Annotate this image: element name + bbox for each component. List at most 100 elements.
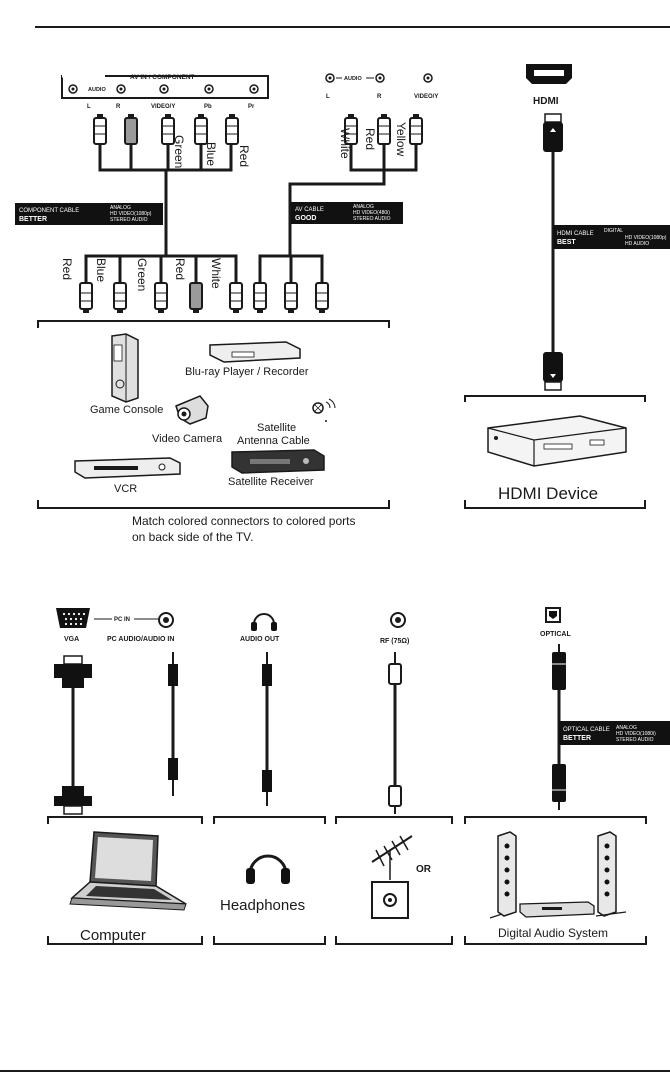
vcr-icon (74, 457, 181, 479)
game-console-icon (111, 333, 139, 403)
audio-out-label: AUDIO OUT (240, 636, 280, 643)
vcr-label: VCR (114, 483, 137, 495)
svg-text:OPTICAL CABLE: OPTICAL CABLE (563, 727, 610, 733)
av-in-title: AV IN / COMPONENT (130, 74, 195, 81)
note-line-1: Match colored connectors to colored port… (132, 514, 355, 528)
av-audio-label: AUDIO (344, 76, 362, 82)
svg-text:ANALOG: ANALOG (616, 725, 637, 731)
hdmi-cable-label: HDMI CABLE BEST DIGITAL HD VIDEO(1080p) … (553, 225, 670, 249)
svg-text:STEREO AUDIO: STEREO AUDIO (353, 216, 391, 222)
av-plug-color-red: Red (363, 128, 377, 150)
optical-port-icon (545, 607, 561, 623)
svg-text:DIGITAL: DIGITAL (604, 228, 623, 234)
digital-audio-bracket (464, 816, 647, 945)
hdmi-device-label: HDMI Device (498, 484, 598, 503)
bluray-label: Blu-ray Player / Recorder (185, 366, 309, 378)
hdmi-bottom-plug (543, 352, 563, 391)
svg-text:AV CABLE: AV CABLE (295, 207, 324, 213)
av-cable-label: AV CABLE GOOD ANALOG HD VIDEO(480i) STER… (291, 202, 403, 224)
component-audio-label: AUDIO (88, 87, 106, 93)
svg-text:HDMI CABLE: HDMI CABLE (557, 231, 594, 237)
av-port-panel: AUDIO L R VIDEO/Y (325, 73, 438, 100)
svg-text:HD VIDEO(1080p): HD VIDEO(1080p) (110, 211, 152, 217)
svg-text:ANALOG: ANALOG (353, 204, 374, 210)
optical-cable (552, 644, 566, 810)
headphones-label: Headphones (220, 897, 305, 914)
plug-color-green: Green (135, 258, 149, 291)
rf-port-icon (390, 612, 406, 628)
component-cable-label: COMPONENT CABLE BETTER ANALOG HD VIDEO(1… (15, 203, 163, 225)
plug-color-green-top: Green (172, 135, 186, 168)
antenna-bracket (335, 816, 453, 945)
hdmi-top-plug (543, 113, 563, 152)
port-label-r: R (116, 104, 121, 110)
hdmi-port-label: HDMI (533, 96, 559, 107)
antenna-icon (371, 835, 413, 880)
plug-color-red-1: Red (60, 258, 74, 280)
headphones-icon (246, 854, 290, 884)
optical-label: OPTICAL (540, 631, 571, 638)
av-port-label-video: VIDEO/Y (414, 94, 438, 100)
note-line-2: on back side of the TV. (132, 530, 253, 544)
component-port-panel: AV IN / COMPONENT AUDIO L R VIDEO/Y Pb P… (61, 74, 269, 110)
satellite-cable-label-1: Satellite (257, 422, 296, 434)
game-console-label: Game Console (90, 404, 163, 416)
plug-color-red-2: Red (173, 258, 187, 280)
svg-text:BETTER: BETTER (563, 735, 591, 742)
av-plug-color-white: White (338, 128, 352, 159)
laptop-icon (69, 831, 187, 911)
component-top-plugs (93, 114, 239, 145)
svg-text:STEREO AUDIO: STEREO AUDIO (110, 217, 148, 223)
plug-color-white: White (209, 258, 223, 289)
digital-audio-label: Digital Audio System (498, 926, 608, 940)
av-port-label-r: R (377, 94, 382, 100)
or-label: OR (416, 864, 432, 875)
pc-in-label: PC IN (114, 617, 130, 623)
port-label-video-y: VIDEO/Y (151, 104, 175, 110)
vga-port-icon (56, 608, 90, 628)
svg-text:ANALOG: ANALOG (110, 205, 131, 211)
port-label-l: L (87, 104, 91, 110)
hdmi-device-icon (487, 415, 627, 467)
wall-outlet-icon (371, 881, 409, 919)
optical-cable-label: OPTICAL CABLE BETTER ANALOG HD VIDEO(108… (559, 721, 670, 745)
av-cable-wires (258, 144, 418, 283)
computer-label: Computer (80, 927, 146, 944)
audio-out-cable (262, 652, 272, 806)
av-plug-color-yellow: Yellow (394, 122, 408, 157)
plug-color-blue: Blue (94, 258, 108, 282)
satellite-cable-label-2: Antenna Cable (237, 435, 310, 447)
port-label-pb: Pb (204, 104, 212, 110)
hdmi-device-bracket (464, 395, 646, 509)
svg-text:BETTER: BETTER (19, 216, 47, 223)
svg-text:STEREO AUDIO: STEREO AUDIO (616, 737, 654, 743)
video-camera-icon (175, 395, 209, 425)
pc-audio-cable (168, 652, 178, 796)
port-label-pr: Pr (248, 104, 255, 110)
rf-label: RF (75Ω) (380, 638, 409, 645)
plug-color-blue-top: Blue (204, 142, 218, 166)
satellite-dish-icon (312, 398, 336, 422)
svg-text:HD AUDIO: HD AUDIO (625, 241, 649, 247)
plug-color-red-top: Red (237, 145, 251, 167)
pc-audio-label: PC AUDIO/AUDIO IN (107, 636, 174, 643)
svg-text:HD VIDEO(1080p): HD VIDEO(1080p) (625, 235, 667, 241)
hdmi-port-icon (526, 64, 572, 84)
bluray-player-icon (209, 341, 301, 363)
svg-text:COMPONENT CABLE: COMPONENT CABLE (19, 208, 79, 214)
video-camera-label: Video Camera (152, 433, 223, 445)
svg-text:GOOD: GOOD (295, 215, 316, 222)
av-port-label-l: L (326, 94, 330, 100)
svg-text:BEST: BEST (557, 239, 576, 246)
headphones-bracket (213, 816, 326, 945)
device-side-plugs (79, 282, 329, 313)
digital-audio-system-icon (489, 831, 627, 919)
vga-label: VGA (64, 636, 79, 643)
pc-audio-jack-icon (158, 612, 174, 628)
satellite-receiver-label: Satellite Receiver (228, 476, 314, 488)
headphone-port-icon (251, 613, 277, 631)
satellite-receiver-icon (231, 449, 325, 474)
computer-bracket (47, 816, 203, 945)
rf-cable (388, 652, 402, 814)
